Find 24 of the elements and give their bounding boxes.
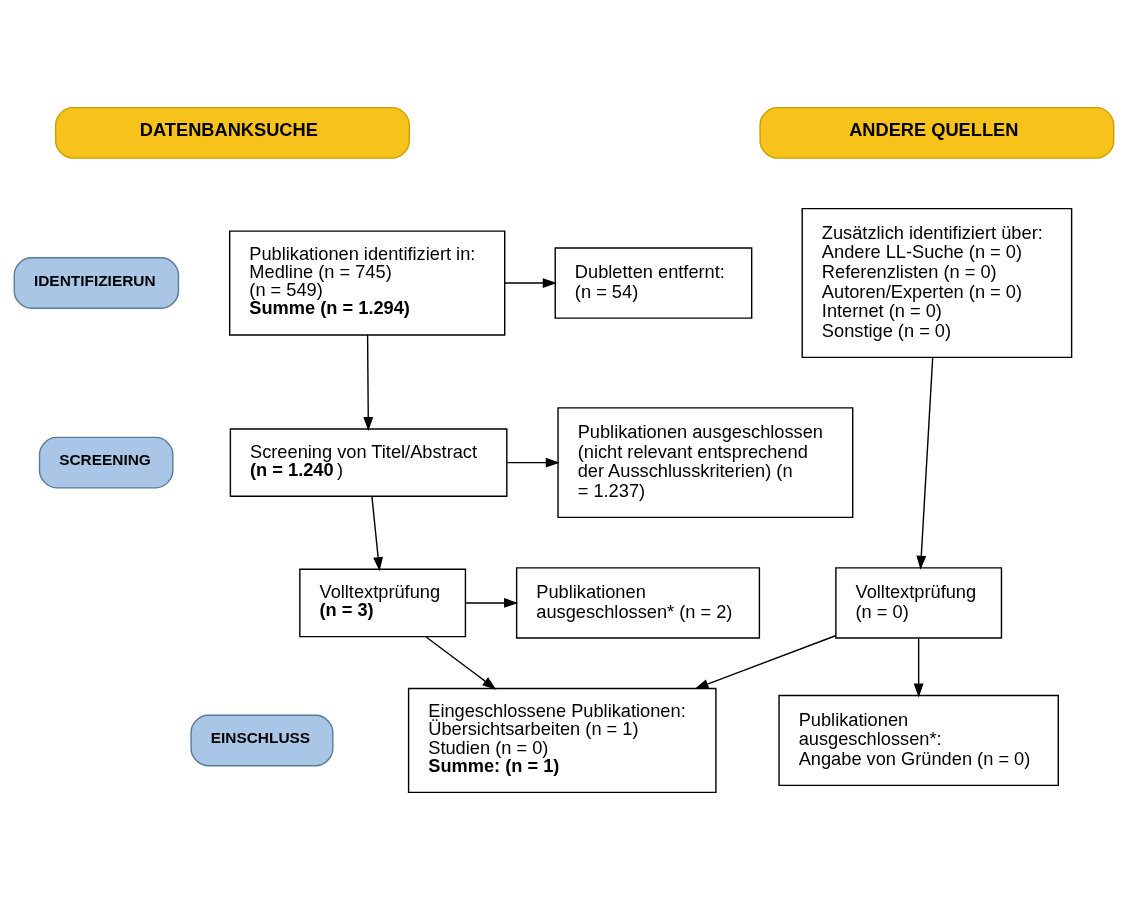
node-box: DATENBANKSUCHE xyxy=(55,106,410,159)
arrow xyxy=(694,635,837,690)
arrow xyxy=(425,636,497,690)
arrow xyxy=(504,278,557,288)
node-box: Publikationen identifiziert in: Medline (n = 745) (n = 549) Summe (n = 1.294) xyxy=(229,230,506,336)
node-box: Publikationen ausgeschlossen* (n = 2) xyxy=(515,567,761,639)
node-box: Eingeschlossene Publikationen: Übersichtsarbeiten (n = 1) Studien (n = 0) Summe: (n = 1) xyxy=(407,687,717,794)
node-box: ANDERE QUELLEN xyxy=(759,106,1115,159)
node-box: Dubletten entfernt: (n = 54) xyxy=(554,247,753,319)
node-box: EINSCHLUSS xyxy=(190,714,334,767)
node-box: Volltextprüfung (n = 0) xyxy=(835,567,1003,639)
node-box: SCREENING xyxy=(38,436,174,489)
arrow xyxy=(464,598,519,608)
node-box: IDENTIFIZIERUN xyxy=(13,257,180,309)
node-box: Publikationen ausgeschlossen*: Angabe von Gründen (n = 0) xyxy=(778,694,1059,787)
arrow xyxy=(916,356,934,570)
node-box: Screening von Titel/Abstract (n = 1.240) xyxy=(229,428,508,497)
arrow xyxy=(363,334,374,432)
node-box: Volltextprüfung (n = 3) xyxy=(299,568,467,638)
arrow xyxy=(506,457,560,468)
node-box: Publikationen ausgeschlossen (nicht relevant entsprechend der Ausschlusskriterien) (n = 1.237) xyxy=(557,407,854,519)
arrow xyxy=(913,637,924,698)
arrow xyxy=(371,495,383,572)
node-box: Zusätzlich identifiziert über: Andere LL-Suche (n = 0) Referenzlisten (n = 0) Autoren/Experten (n = 0) Internet (n = 0) Sonstige (n = 0) xyxy=(801,207,1073,359)
